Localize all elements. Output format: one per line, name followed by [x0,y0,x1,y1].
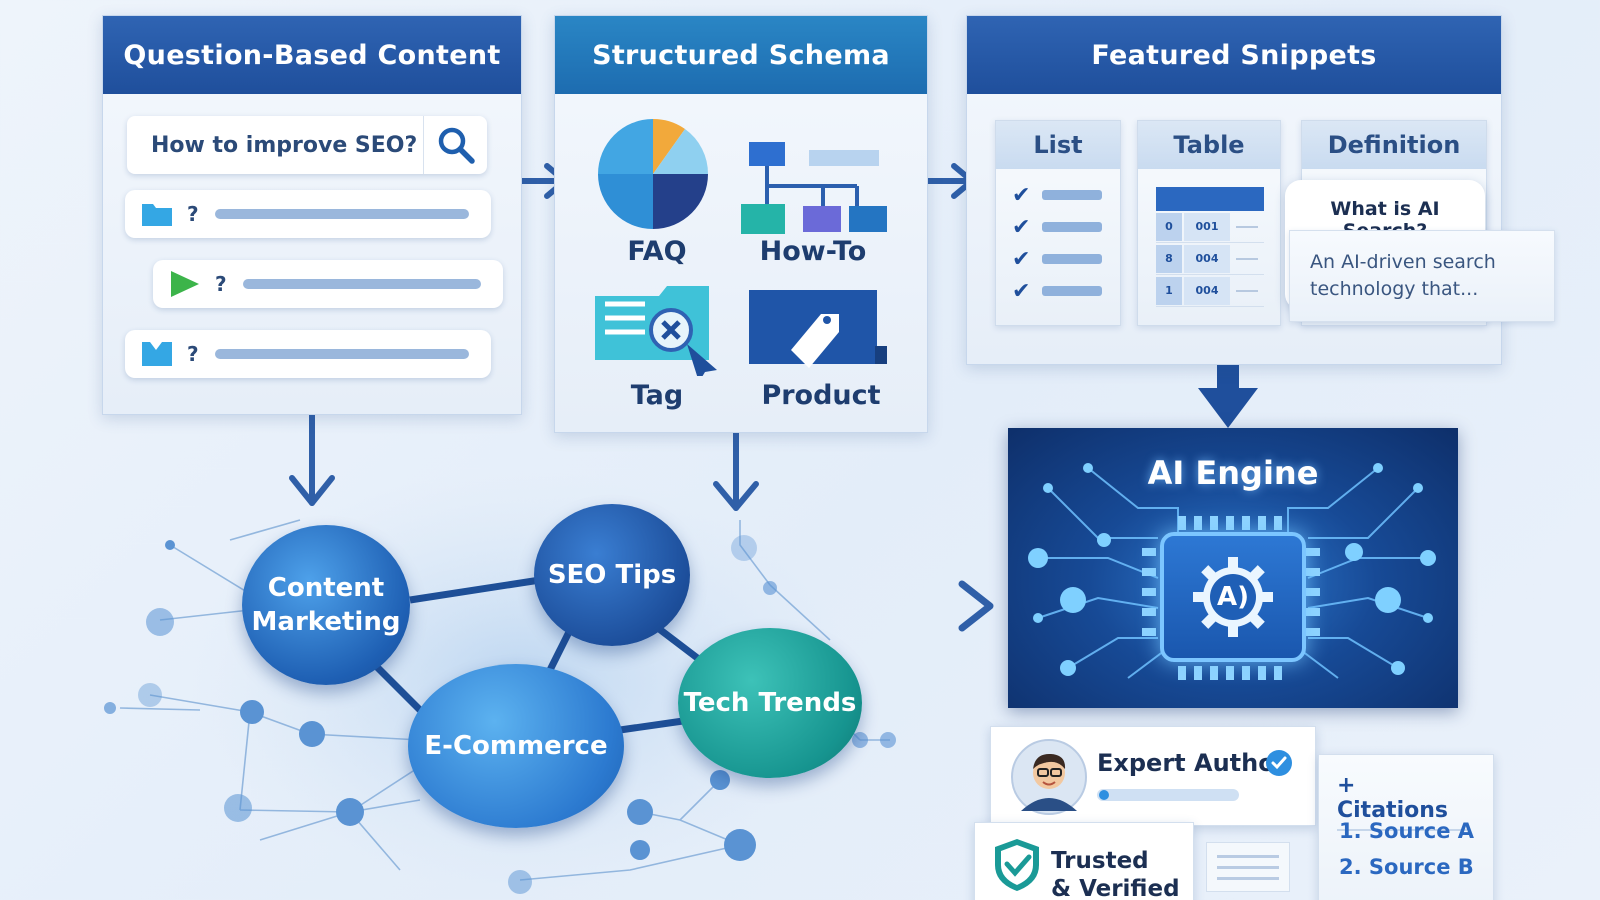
expert-author-card: Expert Author [990,726,1316,826]
author-progress-track [1097,789,1239,801]
author-name: Expert Author [1097,749,1287,777]
ai-chip: A) [1160,532,1306,662]
shield-check-icon [995,839,1039,891]
search-icon[interactable] [423,116,487,174]
topic-tech-trends[interactable]: Tech Trends [678,628,862,778]
schema-item-product: Product [761,380,881,411]
list-item: ✔ [996,179,1120,211]
ai-chip-label: A) [1216,582,1249,612]
list-item: ✔ [996,211,1120,243]
structured-schema-title: Structured Schema [555,16,927,94]
schema-item-tag: Tag [630,380,684,411]
featured-snippets-title: Featured Snippets [967,16,1501,94]
arrow-schema-down [713,421,759,511]
list-item: ✔ [996,275,1120,307]
bookmark-folder-icon [142,342,172,366]
play-icon [171,271,199,297]
topic-links [367,576,703,734]
trusted-verified-card: Trusted & Verified [974,822,1194,900]
snippet-definition-label: Definition [1302,121,1486,169]
folder-icon [142,204,172,226]
citations-card: + Citations 1. Source A 2. Source B [1318,754,1494,900]
verified-label: & Verified [1051,876,1180,900]
avatar [1011,739,1087,815]
check-icon: ✔ [1012,278,1031,304]
citations-title: + Citations [1337,773,1467,831]
citation-source-a[interactable]: 1. Source A [1339,819,1475,843]
tag-folder-icon [595,286,717,376]
ai-engine-title: AI Engine [1147,454,1319,492]
ai-engine-panel: AI Engine A) [1008,428,1458,708]
list-item: ✔ [996,243,1120,275]
gear-icon [1193,557,1273,637]
topic-e-commerce[interactable]: E-Commerce [408,664,624,828]
question-content-panel: Question-Based Content How to improve SE… [102,15,522,415]
question-content-title: Question-Based Content [103,16,521,94]
check-icon: ✔ [1012,246,1031,272]
search-query: How to improve SEO? [151,132,418,158]
schema-item-howto: How-To [759,236,867,267]
network-dots [104,535,896,894]
question-row-3[interactable]: ? [125,330,491,378]
schema-item-faq: FAQ [627,236,687,267]
search-input[interactable]: How to improve SEO? [127,116,487,174]
pie-chart-icon [598,118,709,229]
arrow-topics-to-engine [826,580,994,632]
verified-badge-icon [1266,750,1292,776]
snippet-list-card: List ✔ ✔ ✔ ✔ [995,120,1121,326]
snippet-table-label: Table [1138,121,1280,169]
circuit-traces [1028,463,1436,680]
question-row-2[interactable]: ? [153,260,503,308]
document-lines [1206,842,1290,892]
product-tag-icon [749,290,887,368]
structured-schema-panel: Structured Schema FAQ How-To Tag Product [554,15,928,433]
topic-seo-tips[interactable]: SEO Tips [534,504,690,646]
check-icon: ✔ [1012,182,1031,208]
question-row-1[interactable]: ? [125,190,491,238]
citation-source-b[interactable]: 2. Source B [1339,855,1474,879]
arrow-question-down [289,401,335,506]
flowchart-icon [741,142,887,234]
snippet-list-label: List [996,121,1120,169]
definition-answer: An AI-driven search technology that... [1289,230,1555,322]
trusted-label: Trusted [1051,848,1149,874]
check-icon: ✔ [1012,214,1031,240]
